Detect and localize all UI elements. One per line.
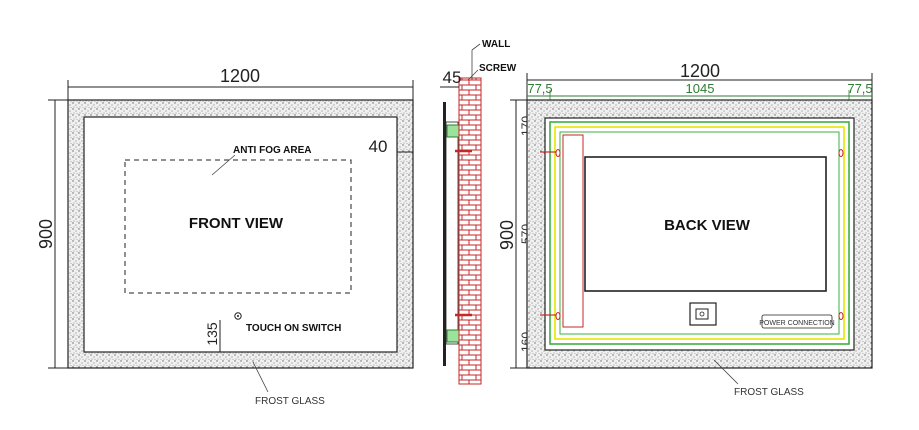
led-strip-inner bbox=[554, 126, 845, 340]
wall-label: WALL bbox=[482, 39, 510, 50]
front-inner-dimension: 40 bbox=[369, 137, 388, 156]
back-right-offset: 77,5 bbox=[847, 81, 872, 96]
power-connection-label: POWER CONNECTION bbox=[759, 320, 834, 327]
back-inner-frame bbox=[584, 156, 827, 292]
back-frost-glass-label: FROST GLASS bbox=[734, 387, 804, 398]
back-left-offset: 77,5 bbox=[527, 81, 552, 96]
anti-fog-area bbox=[124, 159, 352, 294]
mount-hole-top-left bbox=[555, 149, 561, 157]
led-strip-outer bbox=[549, 121, 850, 345]
front-view: 1200 900 ANTI FOG AREA FRONT VIEW 40 TOU… bbox=[36, 66, 414, 407]
front-view-title: FRONT VIEW bbox=[189, 215, 284, 232]
front-frost-glass-label: FROST GLASS bbox=[255, 396, 325, 407]
switch-offset-dimension: 135 bbox=[204, 322, 220, 346]
switch-box-icon bbox=[689, 302, 717, 326]
back-height-dimension: 900 bbox=[497, 220, 517, 250]
side-depth-dimension: 45 bbox=[443, 68, 462, 87]
mount-hole-bottom-left bbox=[555, 312, 561, 320]
back-view: 1200 77,5 1045 77,5 900 170 570 160 bbox=[497, 61, 873, 398]
front-height-dimension: 900 bbox=[36, 219, 56, 249]
bottom-bracket bbox=[446, 329, 460, 343]
side-mirror-profile bbox=[443, 102, 446, 366]
touch-switch-icon bbox=[234, 312, 242, 320]
mount-hole-top-right bbox=[838, 149, 844, 157]
top-bracket bbox=[446, 124, 460, 138]
screw-label: SCREW bbox=[479, 63, 517, 74]
back-inner-width: 1045 bbox=[686, 81, 715, 96]
back-width-dimension: 1200 bbox=[680, 61, 720, 81]
anti-fog-label: ANTI FOG AREA bbox=[233, 145, 312, 156]
power-connection-box bbox=[761, 314, 833, 329]
side-view: 45 WALL SCREW bbox=[440, 39, 517, 385]
front-width-dimension: 1200 bbox=[220, 66, 260, 86]
led-strip-core bbox=[559, 131, 840, 335]
touch-switch-label: TOUCH ON SWITCH bbox=[246, 323, 341, 334]
mount-hole-bottom-right bbox=[838, 312, 844, 320]
led-driver-box bbox=[562, 134, 584, 328]
front-mirror-surface bbox=[83, 116, 398, 353]
back-view-title: BACK VIEW bbox=[664, 217, 751, 234]
wall bbox=[458, 77, 482, 385]
